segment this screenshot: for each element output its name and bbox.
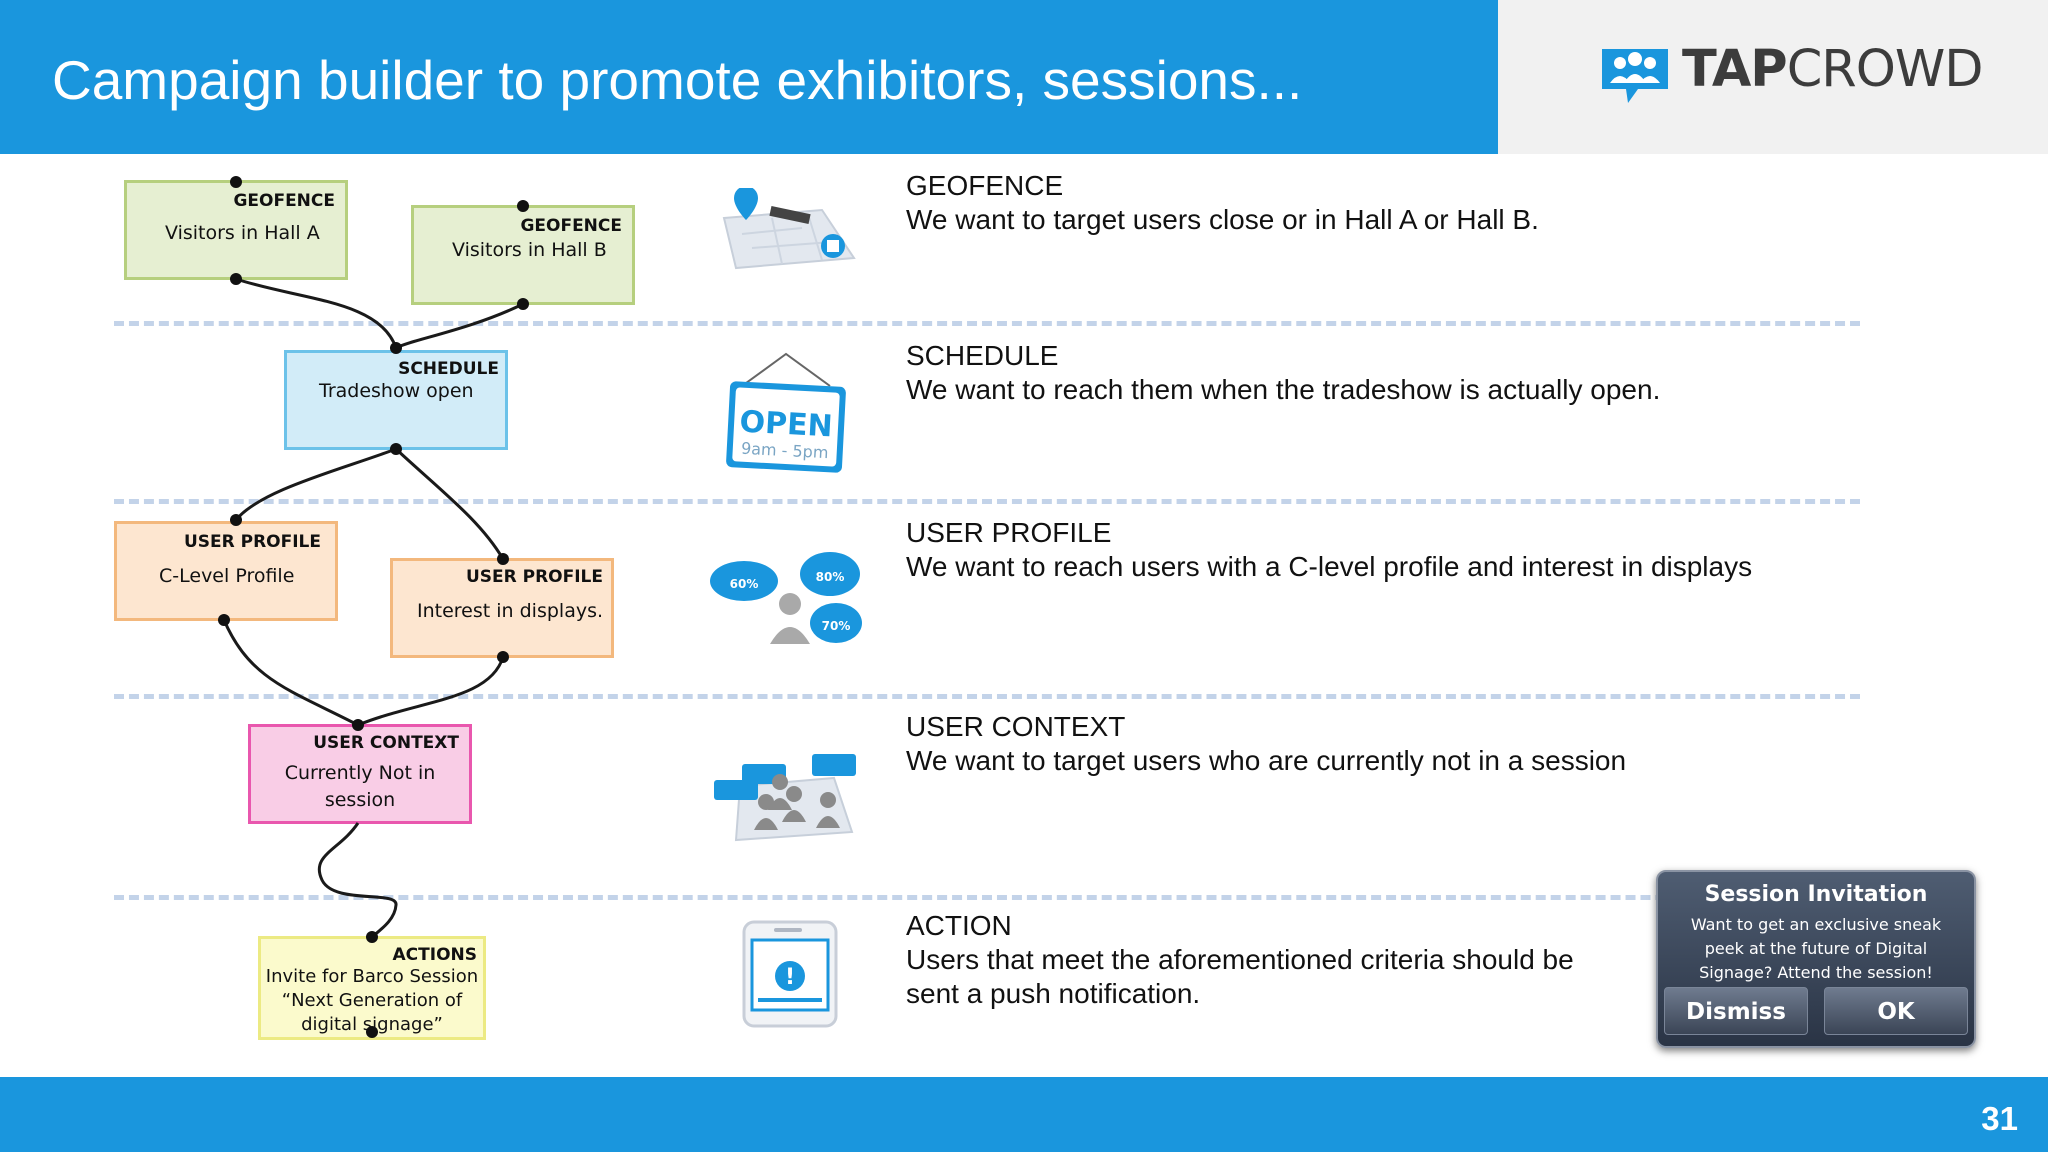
connector-hall-a — [235, 277, 398, 349]
connector-profile-a — [234, 447, 397, 521]
section-schedule-desc: We want to reach them when the tradeshow… — [906, 374, 1661, 405]
connector-dot — [497, 553, 509, 565]
connector-dot — [230, 176, 242, 188]
popup-body: Want to get an exclusive sneak peek at t… — [1668, 913, 1964, 985]
bubble-value: 80% — [816, 570, 845, 584]
box-tag: ACTIONS — [392, 945, 477, 965]
user-context-icon — [714, 754, 856, 842]
connector-dot — [230, 514, 242, 526]
connector-profile-b — [394, 447, 505, 560]
connector-dot — [218, 614, 230, 626]
section-user-context-desc: We want to target users who are currentl… — [906, 745, 1627, 776]
tapcrowd-logo-text: TAPCROWD — [1682, 40, 1984, 99]
bubble-value: 60% — [730, 577, 759, 591]
section-user-profile-title: USER PROFILE — [906, 517, 1112, 548]
map-pin-icon — [722, 188, 856, 270]
box-tag: USER PROFILE — [183, 532, 321, 552]
connector-dot — [517, 200, 529, 212]
slide-title: Campaign builder to promote exhibitors, … — [52, 49, 1303, 111]
connector-dot — [497, 651, 509, 663]
connector-context-a — [222, 619, 359, 727]
popup-body-line: peek at the future of Digital — [1704, 939, 1928, 958]
page-number: 31 — [1981, 1100, 2018, 1137]
box-text: Invite for Barco Session — [265, 966, 479, 987]
ok-button[interactable]: OK — [1824, 987, 1968, 1035]
connector-dot — [366, 931, 378, 943]
tapcrowd-logo-icon — [1602, 49, 1668, 103]
slide-footer — [0, 1077, 2048, 1152]
popup-title: Session Invitation — [1704, 882, 1928, 907]
session-invitation-popup: Session Invitation Want to get an exclus… — [1656, 870, 1976, 1048]
connector-dot — [390, 443, 402, 455]
actions-box: ACTIONS Invite for Barco Session “Next G… — [258, 936, 486, 1040]
box-text: Currently Not in — [284, 762, 436, 784]
section-divider — [114, 499, 1860, 504]
open-sign-icon: OPEN 9am - 5pm — [726, 352, 846, 473]
connector-dot — [517, 298, 529, 310]
section-schedule-title: SCHEDULE — [906, 340, 1059, 371]
user-context-box: USER CONTEXT Currently Not in session — [248, 724, 472, 824]
box-text: Tradeshow open — [319, 380, 474, 402]
connector-actions — [317, 822, 398, 939]
connector-dot — [366, 1026, 378, 1038]
sign-text: OPEN — [739, 405, 834, 445]
section-geofence-title: GEOFENCE — [906, 170, 1064, 201]
box-tag: SCHEDULE — [398, 359, 499, 379]
user-profile-bubbles-icon: 60% 80% 70% — [710, 552, 862, 644]
alert-glyph: ! — [785, 965, 795, 990]
popup-body-line: Signage? Attend the session! — [1699, 963, 1933, 982]
connector-context-b — [357, 656, 505, 727]
phone-alert-icon: ! — [742, 920, 838, 1028]
box-text: “Next Generation of — [281, 990, 463, 1011]
box-text: Visitors in Hall A — [165, 222, 320, 244]
box-tag: GEOFENCE — [233, 191, 335, 211]
section-action-desc-line2: sent a push notification. — [906, 978, 1201, 1009]
section-action-title: ACTION — [906, 910, 1012, 941]
connector-dot — [230, 273, 242, 285]
connector-dot — [352, 719, 364, 731]
box-text: C-Level Profile — [159, 565, 295, 587]
box-tag: GEOFENCE — [520, 216, 622, 236]
box-text: Visitors in Hall B — [452, 239, 607, 261]
popup-body-line: Want to get an exclusive sneak — [1690, 915, 1942, 934]
section-user-profile-desc: We want to reach users with a C-level pr… — [906, 551, 1753, 582]
box-text: Interest in displays. — [417, 600, 604, 622]
slide-header — [0, 0, 1498, 154]
connector-dot — [390, 342, 402, 354]
section-divider — [114, 694, 1860, 699]
section-geofence-desc: We want to target users close or in Hall… — [906, 204, 1539, 235]
box-text: session — [324, 789, 396, 811]
user-profile-clevel-box: USER PROFILE C-Level Profile — [114, 521, 338, 621]
box-tag: USER PROFILE — [465, 567, 603, 587]
bubble-value: 70% — [822, 619, 851, 633]
connector-hall-b — [395, 302, 524, 350]
logo-area — [1498, 0, 2048, 154]
section-user-context-title: USER CONTEXT — [906, 711, 1126, 742]
sign-hours: 9am - 5pm — [741, 439, 829, 463]
section-divider — [114, 321, 1860, 326]
box-text: digital signage” — [301, 1014, 443, 1035]
section-divider — [114, 895, 1860, 900]
section-action-desc-line1: Users that meet the aforementioned crite… — [906, 944, 1574, 975]
dismiss-button[interactable]: Dismiss — [1664, 987, 1808, 1035]
box-tag: USER CONTEXT — [313, 733, 459, 753]
